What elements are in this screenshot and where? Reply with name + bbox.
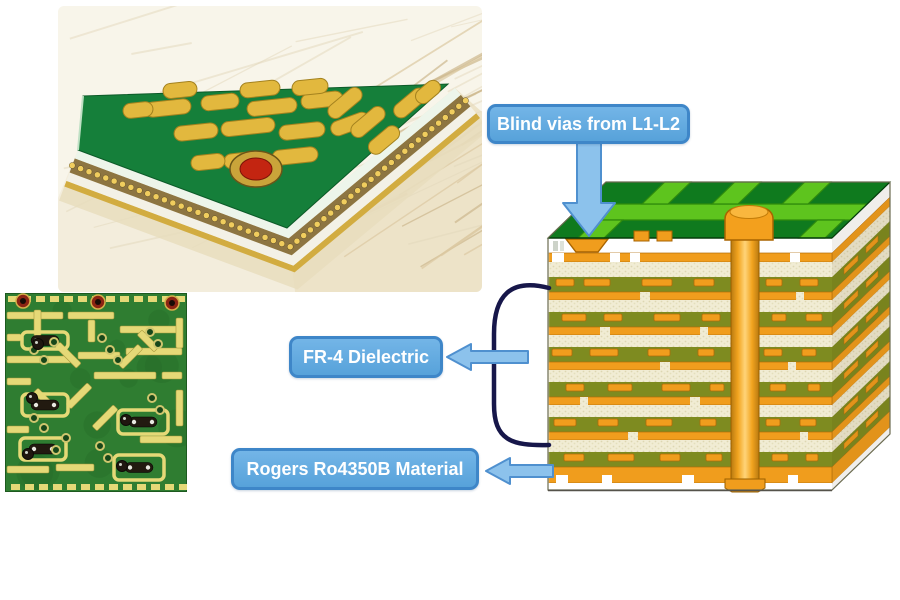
buried-pad [693,278,715,287]
buried-pad [771,453,789,462]
callout-blind-vias-text: Blind vias from L1-L2 [496,113,681,134]
gold-pad [162,81,198,99]
buried-pad [697,348,715,357]
buried-pad [555,278,575,287]
buried-pad [647,348,671,357]
annotations [446,140,616,485]
buried-pad [801,348,817,357]
copper-trace [93,371,157,380]
fr4-bracket [491,283,552,448]
gold-pad [220,116,276,138]
buried-pad [763,348,783,357]
callout-rogers-material-text: Rogers Ro4350B Material [246,458,464,479]
buried-pad [659,453,681,462]
callout-rogers-material: Rogers Ro4350B Material [231,448,479,490]
buried-pad [603,313,623,322]
callout-blind-vias: Blind vias from L1-L2 [487,104,690,144]
component-footprint [20,392,70,418]
stack-right-face [832,182,890,490]
buried-pad [771,313,787,322]
gold-pad [239,79,281,99]
gold-pad [173,122,219,142]
buried-pad [561,313,587,322]
buried-pad [705,453,723,462]
arrow-blind-vias [562,140,616,237]
copper-trace [6,425,30,434]
copper-trace [87,319,96,343]
gold-pad [278,121,326,141]
buried-pad [805,453,819,462]
gold-pad [200,92,240,112]
copper-trace [175,317,184,349]
buried-pad [565,383,585,392]
copper-trace [55,463,95,472]
callout-fr4-dielectric: FR-4 Dielectric [289,336,443,378]
copper-trace [6,355,72,364]
photo-pcb-corner-closeup [58,6,482,292]
photo-pcb-top-view [5,293,187,492]
buried-pad [709,383,725,392]
buried-pad [551,348,573,357]
buried-pad [805,313,823,322]
buried-pad [807,383,821,392]
pcb-stack-diagram [546,181,892,493]
buried-pad [661,383,691,392]
buried-pad [765,278,783,287]
copper-trace [6,333,22,342]
buried-pad [645,418,673,427]
arrow-rogers [485,457,554,485]
buried-pad [653,313,681,322]
buried-pad [563,453,585,462]
gold-pad [415,79,441,105]
buried-pad [769,383,787,392]
buried-pad [607,383,633,392]
gold-pad [246,97,298,117]
buried-pad [799,278,819,287]
copper-trace [161,371,183,380]
component-footprint [20,330,70,351]
buried-pad [699,418,717,427]
buried-pad [553,418,577,427]
buried-pad [765,418,781,427]
arrow-fr4 [446,343,529,371]
gold-pad [190,153,226,171]
copper-trace [67,311,115,320]
copper-trace [6,377,32,386]
buried-pad [641,278,673,287]
gold-pad [327,86,363,120]
blind-via-cup [564,238,610,253]
stack-front-face [547,238,833,490]
callout-fr4-dielectric-text: FR-4 Dielectric [302,346,430,367]
buried-pad [583,278,611,287]
gold-pad [367,125,401,155]
buried-pad [701,313,721,322]
buried-pad [589,348,619,357]
gold-pad [291,77,329,97]
copper-trace [175,389,184,427]
buried-pad [607,453,635,462]
via-hole-red [239,157,273,181]
gold-pad [122,101,154,119]
buried-pad [799,418,817,427]
component-footprint [112,453,166,482]
gold-pad [350,105,386,139]
buried-pad [597,418,619,427]
component-footprint [116,408,170,436]
through-via [724,205,774,493]
copper-trace [139,435,183,444]
copper-trace [6,465,50,474]
component-footprint [18,436,68,462]
